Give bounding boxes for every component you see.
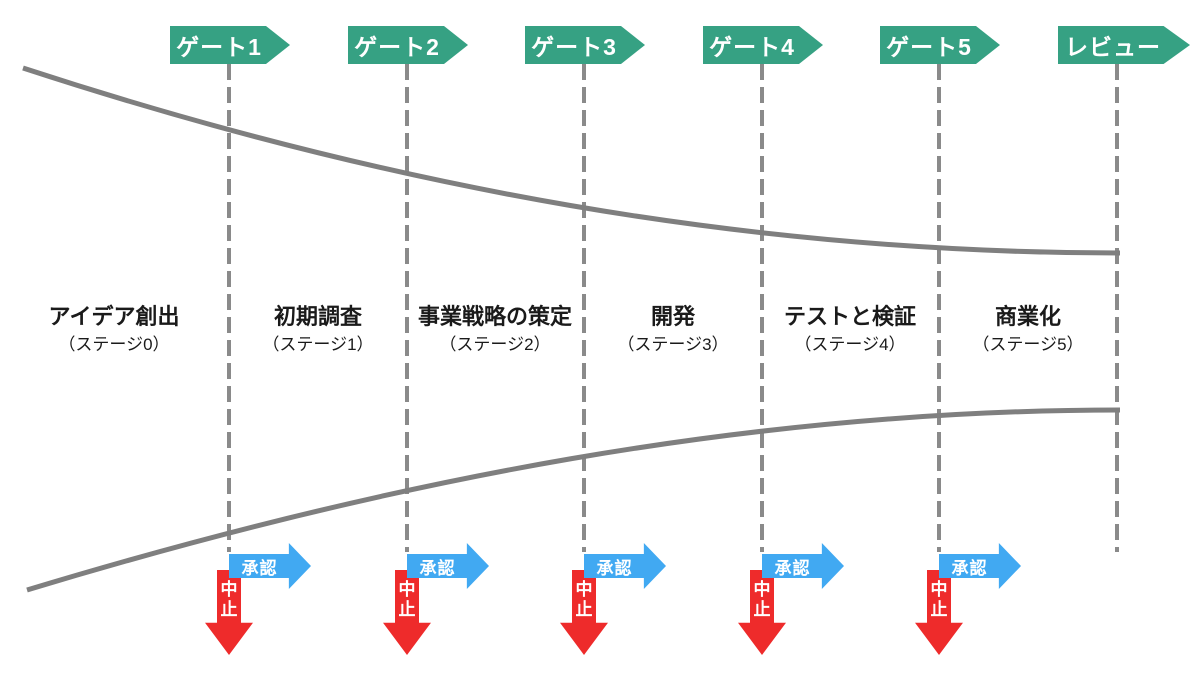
stage-5-label: 商業化 （ステージ5） <box>913 303 1143 356</box>
gate-3-flag: ゲート3 <box>525 26 645 64</box>
stop-arrow-label: 中止 <box>753 580 771 619</box>
gate-4-label: ゲート4 <box>709 34 795 60</box>
stage-1-title: 初期調査 <box>273 304 362 329</box>
gate-2-label: ゲート2 <box>354 34 440 60</box>
gate-2-flag: ゲート2 <box>348 26 468 64</box>
stage-0-title: アイデア創出 <box>48 304 180 329</box>
stage-3-subtitle: （ステージ3） <box>617 335 729 354</box>
stage-4-title: テストと検証 <box>783 304 916 329</box>
approve-arrow-label: 承認 <box>419 558 456 578</box>
stop-arrow-label: 中止 <box>220 580 238 619</box>
stop-arrow-label: 中止 <box>930 580 948 619</box>
approve-arrow-label: 承認 <box>241 558 278 578</box>
stage-5-subtitle: （ステージ5） <box>972 335 1084 354</box>
gate-1-flag: ゲート1 <box>170 26 290 64</box>
stage-1-label: 初期調査 （ステージ1） <box>203 303 433 356</box>
review-flag: レビュー <box>1058 26 1190 64</box>
review-label: レビュー <box>1065 34 1161 60</box>
approve-arrow-label: 承認 <box>951 558 988 578</box>
approve-arrow-label: 承認 <box>596 558 633 578</box>
approve-arrow-label: 承認 <box>774 558 811 578</box>
gate-1-label: ゲート1 <box>176 34 262 60</box>
stage-2-label: 事業戦略の策定 （ステージ2） <box>380 303 610 356</box>
stage-3-label: 開発 （ステージ3） <box>558 303 788 356</box>
stage-0-label: アイデア創出 （ステージ0） <box>0 303 229 356</box>
stage-0-subtitle: （ステージ0） <box>58 335 170 354</box>
funnel-top-curve <box>22 65 1121 256</box>
stage-3-title: 開発 <box>650 304 695 329</box>
gate-3-label: ゲート3 <box>531 34 617 60</box>
stage-1-subtitle: （ステージ1） <box>262 335 374 354</box>
funnel-bottom-curve <box>26 407 1121 593</box>
stage-4-label: テストと検証 （ステージ4） <box>735 303 965 356</box>
stage-2-title: 事業戦略の策定 <box>417 304 572 329</box>
stop-arrow-label: 中止 <box>575 580 593 619</box>
stage-2-subtitle: （ステージ2） <box>439 335 551 354</box>
gate-5-label: ゲート5 <box>886 34 972 60</box>
stage-4-subtitle: （ステージ4） <box>794 335 906 354</box>
gate-4-flag: ゲート4 <box>703 26 823 64</box>
stage-5-title: 商業化 <box>994 304 1061 329</box>
gate-5-flag: ゲート5 <box>880 26 1000 64</box>
stop-arrow-label: 中止 <box>398 580 416 619</box>
